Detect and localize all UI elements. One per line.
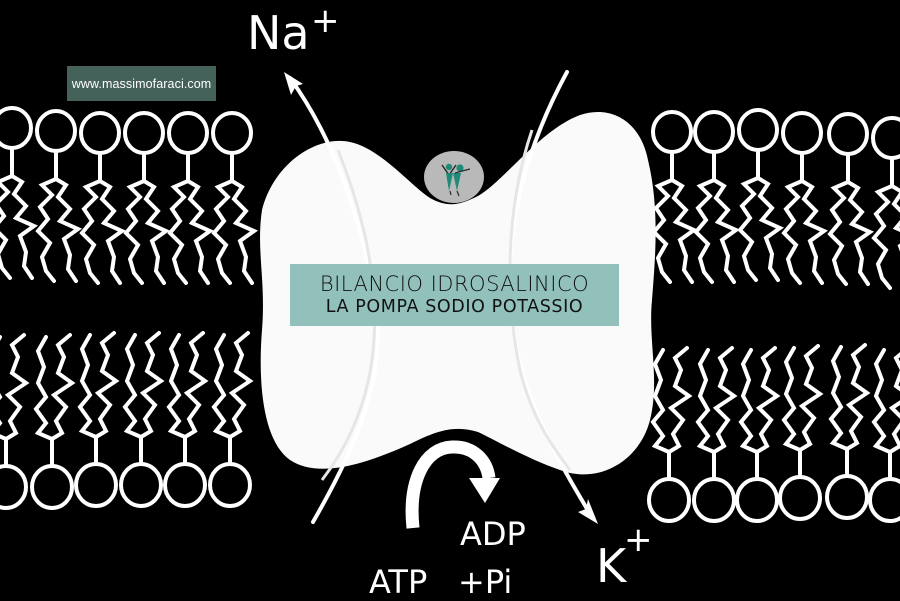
atp-hydrolysis-arrowhead-icon xyxy=(469,478,500,503)
potassium-arrowhead-icon xyxy=(578,499,598,524)
diagram-subtitle: LA POMPA SODIO POTASSIO xyxy=(325,297,584,317)
atp-label: ATP xyxy=(369,563,428,601)
left-membrane-bottom-leaflet xyxy=(0,331,252,510)
left-membrane-top-leaflet xyxy=(0,106,256,285)
sodium-symbol: Na xyxy=(247,6,310,60)
sodium-arrowhead-icon xyxy=(284,72,303,95)
potassium-ion-label: K + xyxy=(596,523,653,589)
right-membrane-bottom-leaflet xyxy=(647,343,900,523)
phosphate-label: +Pi xyxy=(458,563,513,601)
arrow-path-through-pump xyxy=(320,129,572,481)
sodium-charge: + xyxy=(311,1,340,41)
sodium-ion-label: Na + xyxy=(247,4,340,56)
diagram-title: BILANCIO IDROSALINICO xyxy=(319,272,590,296)
atp-hydrolysis-arrow xyxy=(405,440,496,529)
right-membrane-top-leaflet xyxy=(651,108,900,290)
adp-label: ADP xyxy=(460,515,526,553)
potassium-charge: + xyxy=(624,520,653,560)
diagram-title-box: BILANCIO IDROSALINICO LA POMPA SODIO POT… xyxy=(290,264,619,326)
website-watermark: www.massimofaraci.com xyxy=(67,66,216,101)
potassium-symbol: K xyxy=(596,539,627,593)
massimofaraci-logo xyxy=(424,151,484,203)
people-logo-icon xyxy=(441,163,471,197)
